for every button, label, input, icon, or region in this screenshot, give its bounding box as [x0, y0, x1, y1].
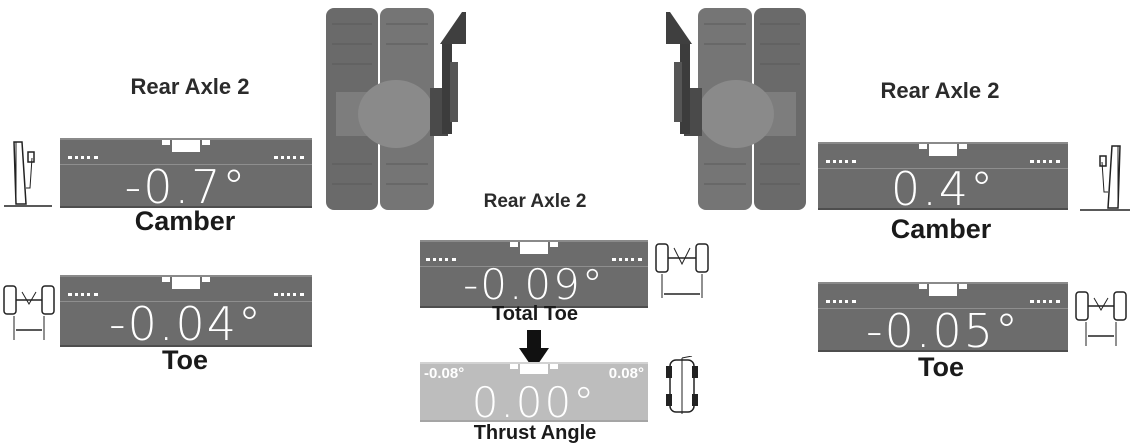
thrust-min-label: -0.08°	[424, 365, 465, 382]
thrust-angle-value: 0.00°	[471, 378, 597, 422]
down-arrow-icon	[519, 330, 549, 370]
right-toe-label: Toe	[918, 352, 964, 382]
thrust-angle-meter: -0.08° 0.08° 0.00°	[420, 362, 648, 422]
total-toe-meter: -0.09°	[420, 240, 648, 308]
rear-wheel-illustration	[326, 8, 466, 210]
toe-diagram-icon	[3, 285, 55, 340]
toe-diagram-icon-right	[1075, 291, 1127, 346]
right-toe-value: -0.05°	[865, 304, 1021, 352]
left-camber-meter: -0.7°	[60, 138, 312, 208]
thrust-angle-label: Thrust Angle	[473, 422, 597, 444]
thrust-max-label: 0.08°	[608, 365, 644, 382]
total-toe-diagram-icon	[655, 243, 709, 298]
left-camber-label: Camber	[134, 206, 236, 236]
right-camber-meter: 0.4°	[818, 142, 1068, 210]
right-title: Rear Axle 2	[880, 78, 1000, 103]
thrust-angle-diagram-icon	[666, 356, 698, 414]
left-toe-meter: -0.04°	[60, 275, 312, 347]
right-toe-meter: -0.05°	[818, 282, 1068, 352]
right-camber-value: 0.4°	[890, 162, 996, 210]
left-camber-value: -0.7°	[124, 160, 248, 208]
total-toe-value: -0.09°	[463, 260, 605, 308]
camber-diagram-icon-right	[1080, 145, 1130, 211]
right-camber-label: Camber	[890, 214, 992, 244]
left-toe-label: Toe	[162, 345, 208, 375]
center-title: Rear Axle 2	[483, 191, 587, 212]
left-toe-value: -0.04°	[108, 297, 264, 347]
rear-wheel-illustration-right	[666, 8, 806, 210]
left-title: Rear Axle 2	[130, 74, 250, 99]
camber-diagram-icon	[4, 141, 52, 207]
total-toe-label: Total Toe	[492, 303, 578, 325]
